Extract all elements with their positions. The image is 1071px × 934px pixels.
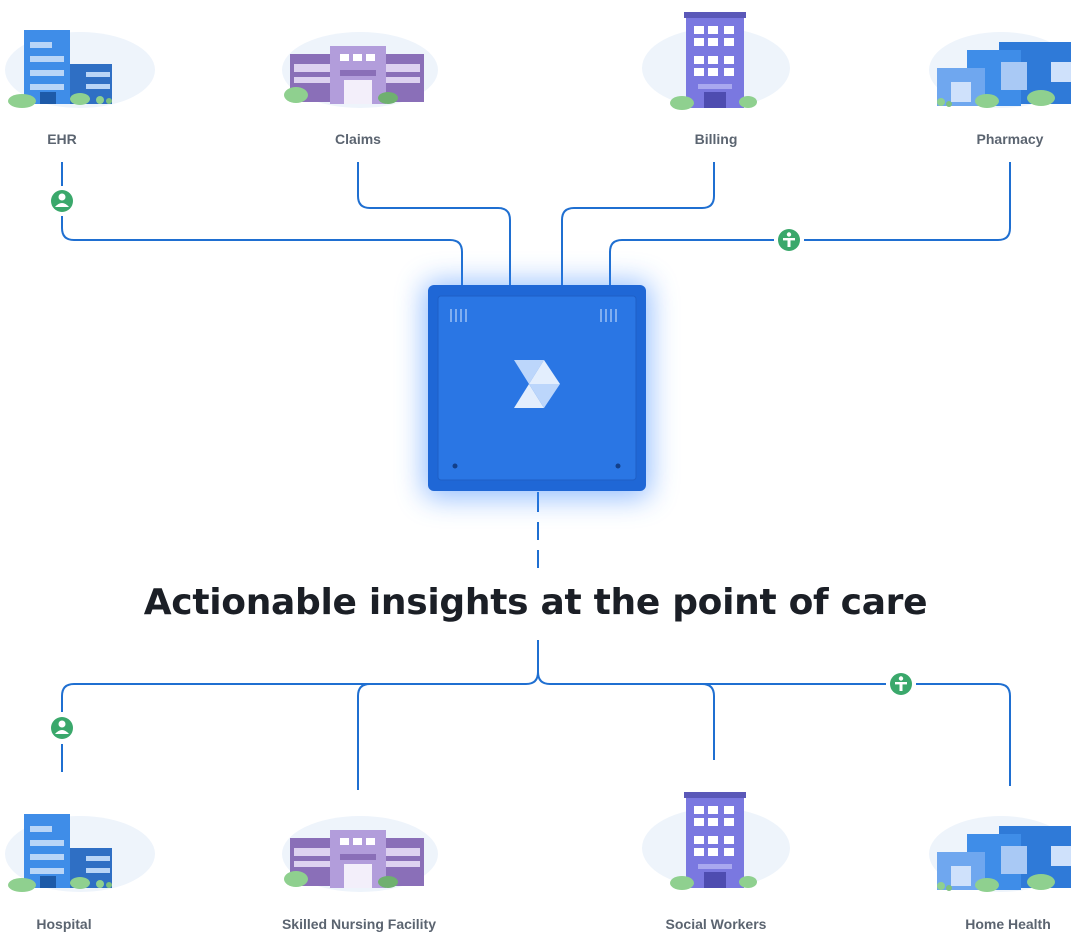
connector-bottom-trunk [61, 640, 539, 772]
connector-claims [357, 162, 511, 286]
connector-billing [561, 162, 715, 286]
badge-person-top [51, 190, 73, 212]
badge-access-top [778, 229, 800, 251]
tower-building-icon [642, 12, 790, 110]
badge-access-bottom [890, 673, 912, 695]
headline: Actionable insights at the point of care [143, 582, 928, 623]
connector-ehr [61, 162, 463, 286]
logo-chevron-icon [514, 360, 560, 408]
destination-label-hospital: Hospital [36, 916, 92, 932]
hospital-building-icon [5, 814, 155, 892]
badge-person-bottom [51, 717, 73, 739]
source-label-claims: Claims [335, 131, 381, 147]
hub-vents [450, 309, 617, 322]
connector-pharmacy [609, 162, 1011, 286]
office-building-icon [282, 816, 438, 892]
connector-social [537, 671, 715, 760]
pharmacy-building-icon [929, 32, 1071, 108]
connector-home [550, 683, 1011, 786]
destination-label-social-workers: Social Workers [665, 916, 767, 932]
connector-snf [357, 683, 526, 790]
source-label-ehr: EHR [47, 131, 77, 147]
office-building-icon [282, 32, 438, 108]
destination-label-snf: Skilled Nursing Facility [281, 916, 437, 932]
destination-label-home-health: Home Health [965, 916, 1051, 932]
pharmacy-building-icon [929, 816, 1071, 892]
hospital-building-icon [5, 30, 155, 108]
tower-building-icon [642, 792, 790, 890]
source-label-pharmacy: Pharmacy [976, 131, 1044, 147]
source-label-billing: Billing [694, 131, 738, 147]
